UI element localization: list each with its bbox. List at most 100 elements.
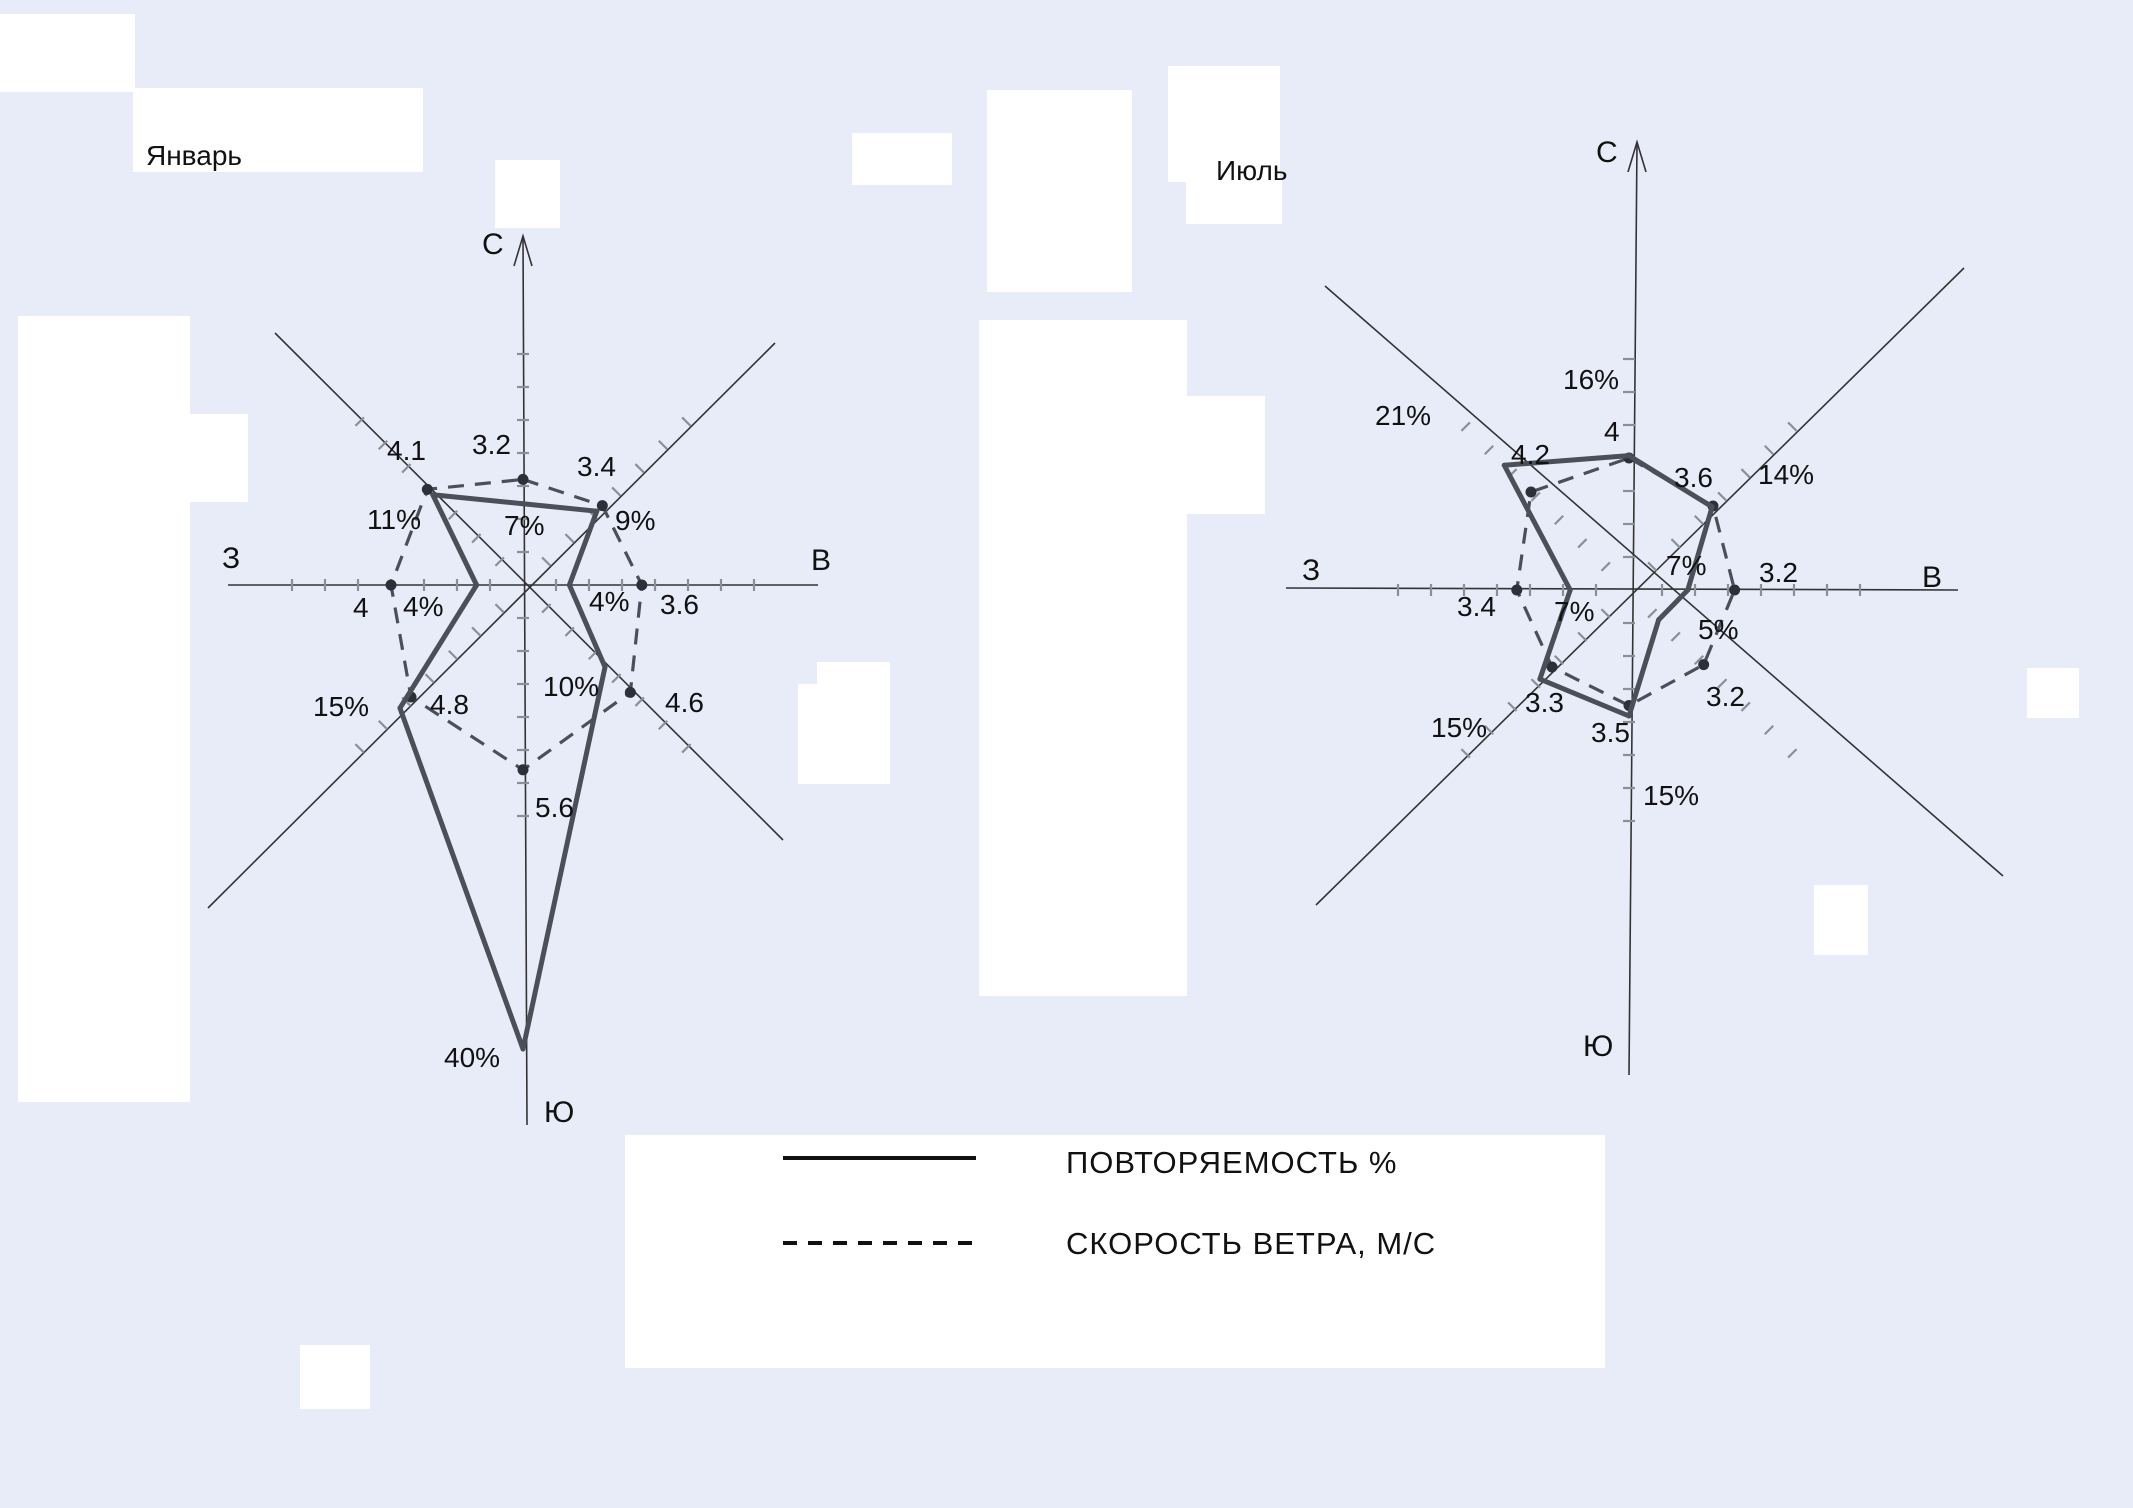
axis-tick [657,719,669,731]
frequency-label-sw: 15% [313,691,369,722]
axes [207,233,818,1126]
speed-label-s: 3.5 [1591,717,1630,748]
chart-title: Июль [1216,155,1287,186]
axes [1285,139,2004,1076]
axis-tick [447,649,459,661]
speed-point-e [636,579,648,591]
frequency-label-e: 7% [1666,550,1706,581]
speed-point-n [517,473,529,485]
direction-label-s: Ю [544,1096,574,1129]
axis-tick [1740,701,1751,712]
frequency-point-ne [1709,504,1715,510]
axis-tick [494,603,505,614]
speed-point-s [517,764,529,776]
axis-tick [354,416,365,427]
frequency-series [397,492,608,1052]
axis-tick [1530,678,1541,689]
axis-tick [657,439,669,451]
speed-label-ne: 3.6 [1674,462,1713,493]
axis-line [1315,267,1965,906]
axis-tick [564,533,575,544]
frequency-label-ne: 9% [615,505,655,536]
axis-tick [1693,514,1705,526]
value-labels: 7%9%4%10%40%15%4%11%3.23.43.64.65.64.844… [313,429,704,1073]
speed-label-ne: 3.4 [577,451,616,482]
frequency-point-nw [1501,462,1507,468]
frequency-label-se: 5% [1698,614,1738,645]
speed-point-sw [1546,661,1558,673]
frequency-point-se [1656,617,1662,623]
mask-patches [0,14,2079,1409]
axis-tick [1530,491,1541,502]
speed-point-se [624,686,636,698]
axis-tick [447,509,459,521]
axis-tick [1763,444,1775,456]
axis-tick [1460,748,1471,759]
legend: ПОВТОРЯЕМОСТЬ % СКОРОСТЬ ВЕТРА, М/С [783,1145,1435,1261]
axis-tick [1647,608,1658,619]
axis-tick [424,673,435,684]
speed-label-sw: 4.8 [430,689,469,720]
axis-tick [611,673,622,684]
axis-tick [564,626,575,637]
speed-point-nw [421,483,433,495]
axis-tick [1647,561,1658,572]
axis-tick [354,743,365,754]
frequency-label-se: 10% [543,671,599,702]
axis-tick [377,719,389,731]
axis-tick [1577,538,1588,549]
frequency-point-s [520,1046,526,1052]
axis-tick [494,556,505,567]
axis-line [1628,141,1638,1076]
axis-tick [1787,421,1798,432]
frequency-label-e: 4% [589,586,629,617]
axis-line [274,332,784,841]
axis-tick [1670,631,1681,642]
frequency-label-ne: 14% [1758,459,1814,490]
frequency-label-s: 15% [1643,780,1699,811]
frequency-label-sw: 15% [1431,712,1487,743]
axis-tick [1693,654,1705,666]
frequency-point-s [1626,713,1632,719]
frequency-label-w: 7% [1554,596,1594,627]
frequency-point-sw [1537,676,1543,682]
direction-label-w: З [222,542,240,575]
speed-label-n: 4 [1604,416,1620,447]
speed-point-w [1511,584,1523,596]
frequency-label-w: 4% [403,591,443,622]
direction-label-n: С [482,228,504,261]
frequency-point-n [1626,453,1632,459]
speed-point-w [385,579,397,591]
axis-tick [471,626,482,637]
frequency-label-s: 40% [444,1042,500,1073]
frequency-point-sw [397,705,403,711]
axis-tick [1670,538,1681,549]
axis-tick [634,696,645,707]
axis-tick [541,603,552,614]
frequency-point-w [1567,587,1573,593]
speed-label-e: 3.6 [660,589,699,620]
north-arrow [513,233,533,267]
axis-tick [1600,608,1611,619]
axis-tick [1507,701,1518,712]
speed-point-se [1698,659,1710,671]
north-arrow [1627,139,1647,173]
frequency-point-se [602,664,608,670]
speed-series [1511,452,1741,711]
speed-label-n: 3.2 [472,429,511,460]
direction-label-n: С [1596,136,1618,169]
speed-series [385,473,648,776]
direction-label-e: В [1922,561,1942,594]
direction-label-s: Ю [1583,1030,1613,1063]
axis-ticks [1396,357,1862,823]
frequency-label-n: 7% [504,510,544,541]
axis-tick [401,463,412,474]
speed-label-s: 5.6 [535,792,574,823]
frequency-label-n: 16% [1563,364,1619,395]
frequency-series [1501,453,1715,719]
axis-tick [1740,468,1751,479]
